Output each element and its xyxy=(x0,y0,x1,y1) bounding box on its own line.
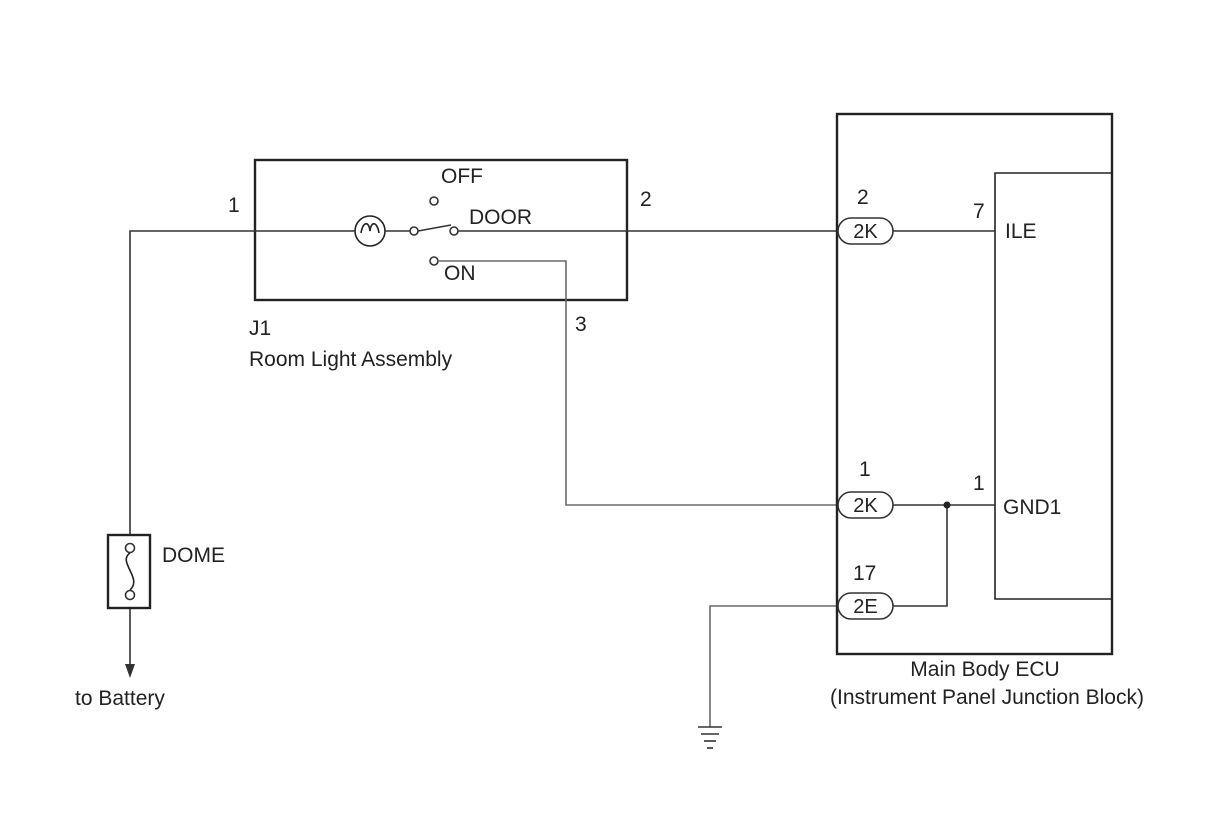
terminal-ile-name: ILE xyxy=(1005,220,1037,243)
svg-text:2K: 2K xyxy=(853,221,878,243)
ecu-inner-block xyxy=(994,172,1112,600)
fuse-name: DOME xyxy=(162,544,225,567)
connector-2e: 2E xyxy=(837,592,894,620)
connector-2k-bottom-pin: 1 xyxy=(859,458,871,481)
wire-2e-to-gnd1 xyxy=(893,505,948,607)
room-light-pin-2: 2 xyxy=(640,188,652,211)
terminal-gnd1-pin: 1 xyxy=(973,472,985,495)
ground-icon xyxy=(698,726,722,749)
room-light-pin-3: 3 xyxy=(575,313,587,336)
bulb-icon xyxy=(354,215,386,247)
svg-text:2E: 2E xyxy=(853,596,877,618)
splice-point xyxy=(943,501,951,509)
fuse-box xyxy=(106,533,152,610)
to-battery-label: to Battery xyxy=(75,687,165,710)
ecu-subtitle: (Instrument Panel Junction Block) xyxy=(830,686,1144,709)
arrow-down-icon xyxy=(125,664,135,678)
wires xyxy=(125,230,838,727)
ecu-name: Main Body ECU xyxy=(910,658,1059,681)
wire-ground-to-ecu xyxy=(709,605,838,727)
room-light-name: Room Light Assembly xyxy=(249,348,453,371)
connector-2k-top: 2K xyxy=(837,217,894,245)
switch-label-door: DOOR xyxy=(469,206,532,229)
switch-label-off: OFF xyxy=(441,165,483,188)
room-light-assembly: OFF DOOR ON 1 2 3 J1 Room Light Assembly xyxy=(228,158,652,371)
fuse-icon xyxy=(125,552,135,591)
wire-on-to-ecu xyxy=(438,260,838,506)
terminal-gnd1-name: GND1 xyxy=(1003,496,1061,519)
connector-2k-bottom: 2K xyxy=(837,491,894,519)
room-light-pin-1: 1 xyxy=(228,194,240,217)
svg-text:2K: 2K xyxy=(853,495,878,517)
wire-battery-to-bulb xyxy=(129,230,355,535)
switch-label-on: ON xyxy=(444,262,476,285)
connector-2e-pin: 17 xyxy=(853,562,876,585)
connector-2k-top-pin: 2 xyxy=(857,186,869,209)
main-body-ecu: 2K 2 2K 1 2E 17 7 ILE 1 GND1 xyxy=(835,112,1114,656)
ecu-box xyxy=(835,112,1114,656)
terminal-ile-pin: 7 xyxy=(973,200,985,223)
room-light-box xyxy=(253,158,629,302)
dome-fuse: DOME xyxy=(106,533,225,610)
room-light-id: J1 xyxy=(249,317,271,340)
door-switch-icon xyxy=(409,196,459,266)
